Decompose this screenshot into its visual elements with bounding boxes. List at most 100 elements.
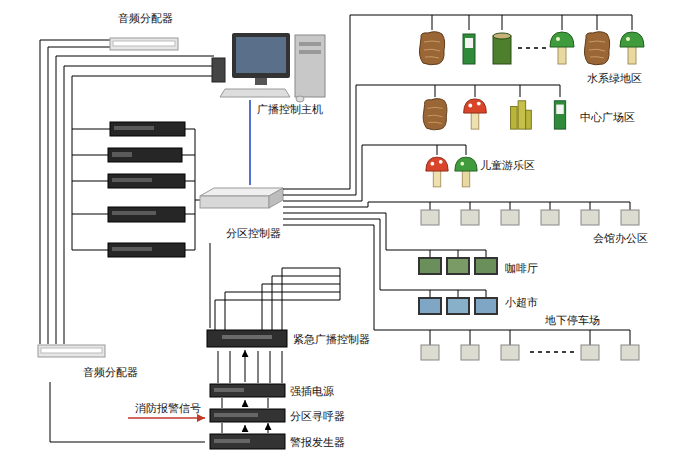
wiring bbox=[215, 268, 340, 330]
rock-speaker bbox=[584, 32, 609, 65]
connector bbox=[283, 15, 395, 189]
rock-speaker bbox=[423, 99, 447, 130]
monitor bbox=[232, 33, 290, 78]
rock-speaker bbox=[419, 32, 444, 65]
device-panel bbox=[214, 413, 258, 417]
wall-speaker bbox=[621, 345, 639, 360]
amplifier-panel bbox=[112, 247, 152, 251]
audio-distributor: 音频分配器 bbox=[108, 10, 183, 52]
speaker-zone: 小超市 bbox=[395, 290, 535, 322]
connector bbox=[283, 145, 395, 201]
mouse bbox=[296, 96, 304, 102]
wall-speaker bbox=[501, 210, 519, 225]
wiring bbox=[40, 40, 214, 344]
amplifier-panel bbox=[112, 178, 152, 182]
drive-bay bbox=[299, 42, 321, 46]
alarm-device bbox=[210, 434, 285, 449]
node-label: 地下停车场 bbox=[545, 314, 600, 327]
drive-bay bbox=[299, 50, 321, 54]
picture-speaker bbox=[419, 258, 441, 274]
zone-wiring bbox=[395, 15, 632, 345]
node-label: 中心广场区 bbox=[580, 111, 635, 124]
speaker-zone: 会馆办公区 bbox=[395, 202, 650, 248]
stake-speaker bbox=[463, 34, 475, 64]
mushroom-speaker bbox=[620, 32, 644, 64]
connector bbox=[283, 202, 395, 207]
alarm-generator: 警报发生器 bbox=[205, 432, 340, 452]
signal-arrows bbox=[218, 351, 282, 433]
node-label: 会馆办公区 bbox=[593, 232, 648, 245]
emergency-controller-device bbox=[207, 330, 287, 347]
distributor-device bbox=[38, 345, 105, 357]
power-device bbox=[210, 384, 285, 397]
node-label: 音频分配器 bbox=[118, 12, 173, 25]
speaker-zone: 中心广场区 bbox=[395, 85, 645, 137]
node-label: 小超市 bbox=[505, 296, 538, 309]
bamboo-speaker bbox=[511, 101, 532, 129]
controller-front bbox=[200, 196, 269, 208]
mushroom-speaker bbox=[426, 157, 448, 187]
broadcast-host: 广播控制主机 bbox=[205, 28, 340, 100]
wall-speaker bbox=[621, 210, 639, 225]
connector bbox=[283, 85, 395, 195]
connector bbox=[210, 243, 211, 328]
wall-speaker bbox=[461, 210, 479, 225]
signal-label: 消防报警信号 bbox=[135, 402, 201, 415]
amplifier-panel bbox=[112, 211, 156, 215]
wall-speaker bbox=[581, 210, 599, 225]
amplifier bbox=[108, 148, 182, 162]
zone-pager: 分区寻呼器 bbox=[205, 407, 340, 425]
mushroom-speaker bbox=[550, 32, 574, 64]
pc-speaker bbox=[212, 58, 225, 82]
connector bbox=[245, 425, 246, 432]
node-label: 咖啡厅 bbox=[505, 262, 538, 275]
picture-speaker bbox=[475, 258, 497, 274]
connector bbox=[283, 219, 395, 290]
monitor-stand bbox=[255, 78, 267, 85]
picture-speaker bbox=[447, 298, 469, 314]
speaker-zone: 咖啡厅 bbox=[395, 250, 535, 282]
amplifier bbox=[108, 243, 185, 257]
node-label: 儿童游乐区 bbox=[480, 159, 535, 172]
device-panel bbox=[214, 439, 250, 443]
picture-speaker bbox=[419, 298, 441, 314]
mushroom-speaker bbox=[455, 157, 477, 187]
device-panel bbox=[222, 335, 272, 339]
picture-speaker bbox=[447, 258, 469, 274]
amplifier bbox=[108, 174, 185, 188]
stake-speaker bbox=[554, 101, 565, 129]
wall-speaker bbox=[421, 345, 439, 360]
device-panel bbox=[214, 388, 244, 392]
node-label: 分区控制器 bbox=[226, 227, 281, 240]
keyboard bbox=[220, 89, 290, 97]
wall-speaker bbox=[421, 210, 439, 225]
distributor-panel bbox=[41, 348, 102, 353]
node-label: 水系绿地区 bbox=[587, 72, 642, 85]
wall-speaker bbox=[501, 345, 519, 360]
connector bbox=[50, 382, 205, 442]
amplifier bbox=[108, 207, 185, 222]
connector bbox=[245, 350, 246, 382]
wall-speaker bbox=[461, 345, 479, 360]
amplifier-panel bbox=[112, 152, 132, 157]
picture-speaker bbox=[475, 298, 497, 314]
pc-tower bbox=[295, 35, 325, 97]
node-label: 强插电源 bbox=[290, 385, 334, 398]
node-label: 分区寻呼器 bbox=[290, 410, 345, 423]
wall-speaker bbox=[541, 210, 559, 225]
fire-alarm-arrow bbox=[128, 417, 205, 419]
speaker-zone: 水系绿地区 bbox=[395, 15, 650, 87]
controller-side bbox=[269, 188, 283, 208]
connector bbox=[283, 225, 395, 330]
mushroom-speaker bbox=[464, 99, 487, 129]
stump-speaker bbox=[493, 33, 511, 64]
amplifier bbox=[110, 122, 185, 136]
pager-device bbox=[210, 409, 285, 422]
power-unit: 强插电源 bbox=[205, 382, 340, 400]
wall-speaker bbox=[581, 345, 599, 360]
audio-distributor: 音频分配器 bbox=[35, 344, 145, 382]
